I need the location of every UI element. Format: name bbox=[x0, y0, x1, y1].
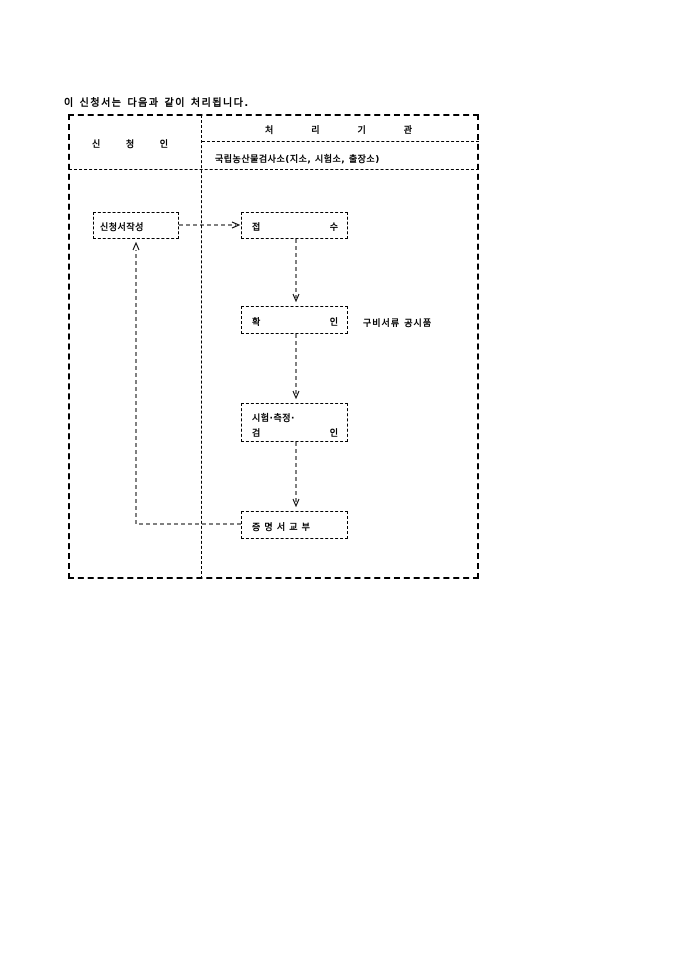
step-certificate-label: 증 명 서 교 부 bbox=[252, 523, 311, 533]
arrow-certificate-to-applicant bbox=[135, 250, 241, 525]
arrowhead-down bbox=[292, 390, 300, 400]
step-receipt-box: 접 수 bbox=[241, 212, 348, 239]
arrowhead-down bbox=[292, 498, 300, 508]
header-bottom-divider bbox=[69, 169, 479, 170]
agency-header-char: 처 bbox=[265, 126, 274, 136]
step-confirm-label: 확 bbox=[252, 318, 261, 328]
agency-header-char: 기 bbox=[357, 126, 366, 136]
applicant-header-char: 신 bbox=[92, 140, 101, 150]
agency-column-header: 처 리 기 관 bbox=[265, 123, 412, 136]
agency-name: 국립농산물검사소(지소, 시험소, 출장소) bbox=[215, 155, 380, 165]
agency-header-char: 리 bbox=[311, 126, 320, 136]
applicant-column-header: 신 청 인 bbox=[92, 137, 168, 150]
step-inspection-label: 인 bbox=[329, 429, 338, 439]
arrowhead-down bbox=[292, 293, 300, 303]
step-application-label: 신청서작성 bbox=[100, 223, 144, 233]
arrowhead-up bbox=[132, 241, 140, 251]
arrowhead-right bbox=[231, 221, 241, 229]
confirm-documents-note: 구비서류 공시품 bbox=[363, 319, 433, 329]
step-receipt-label: 접 bbox=[252, 223, 261, 233]
process-table bbox=[68, 114, 479, 579]
step-certificate-box: 증 명 서 교 부 bbox=[241, 511, 348, 539]
step-inspection-label: 시험·측정· bbox=[252, 414, 295, 424]
step-inspection-box: 시험·측정· 검 인 bbox=[241, 403, 348, 442]
step-inspection-label: 검 bbox=[252, 429, 261, 439]
step-confirm-label: 인 bbox=[329, 318, 338, 328]
agency-header-char: 관 bbox=[403, 126, 412, 136]
column-divider bbox=[201, 115, 202, 579]
step-receipt-label: 수 bbox=[329, 223, 338, 233]
applicant-header-char: 인 bbox=[159, 140, 168, 150]
step-confirm-box: 확 인 bbox=[241, 306, 348, 334]
header-divider bbox=[202, 141, 479, 142]
process-caption: 이 신청서는 다음과 같이 처리됩니다. bbox=[64, 98, 250, 109]
step-application-box: 신청서작성 bbox=[93, 212, 179, 239]
applicant-header-char: 청 bbox=[125, 140, 135, 150]
